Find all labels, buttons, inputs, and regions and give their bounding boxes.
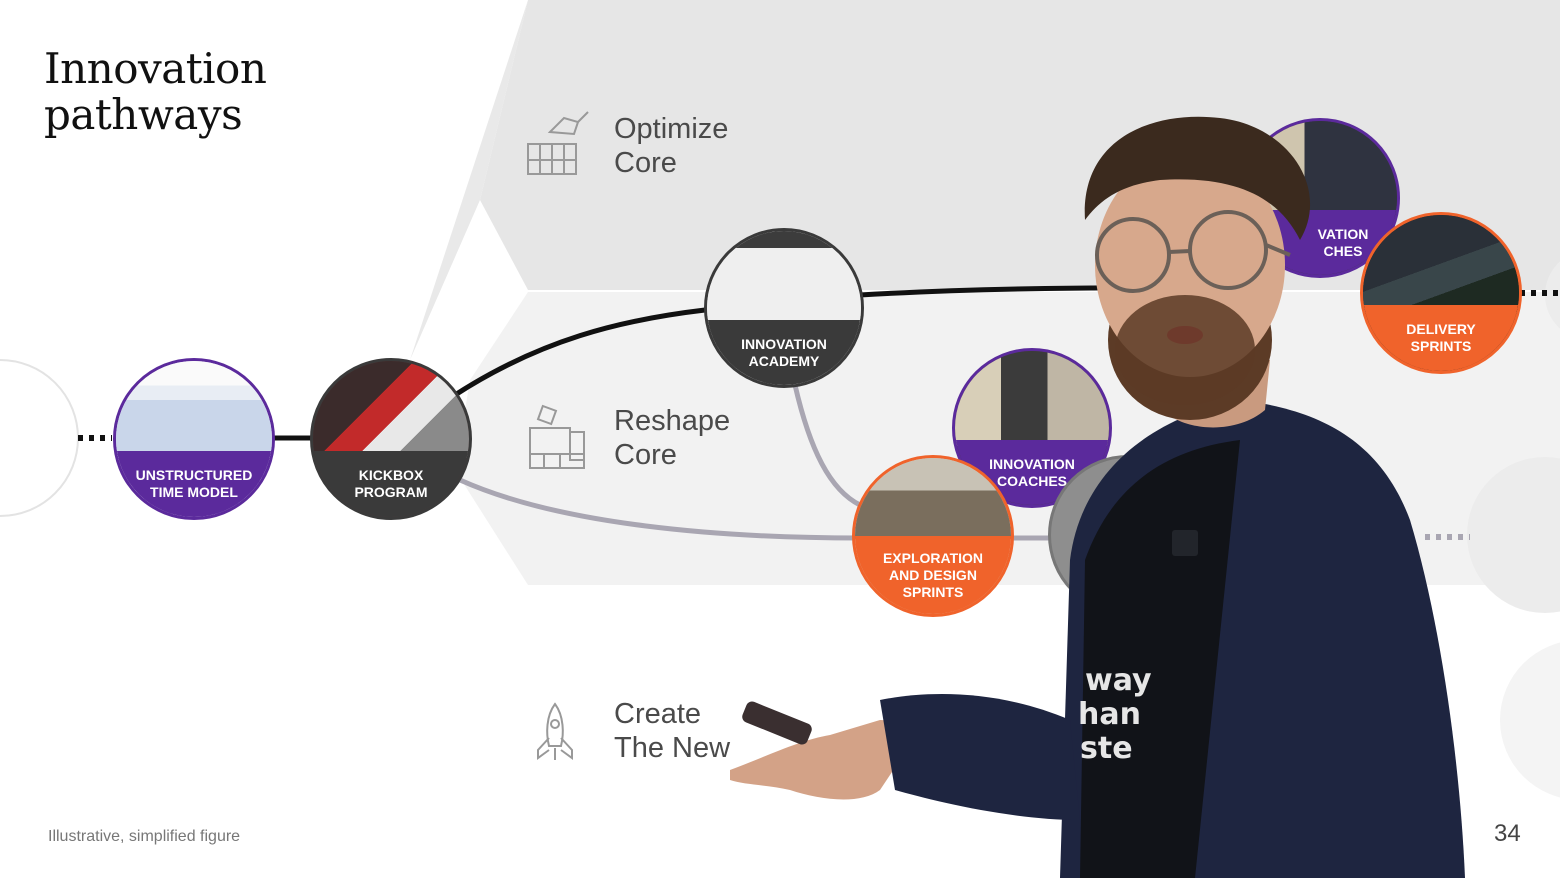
svg-text:han: han	[1078, 697, 1141, 732]
node-label: DELIVERY SPRINTS	[1406, 321, 1476, 355]
node-band: UNSTRUCTURED TIME MODEL	[116, 451, 272, 517]
edge-circle-right-bottom	[1500, 642, 1560, 798]
node-band: KICKBOX PROGRAM	[313, 451, 469, 517]
node-band: EXPLORATION AND DESIGN SPRINTS	[855, 536, 1011, 614]
edge-circle-right-mid	[1467, 457, 1560, 613]
lane-label-line-1: Optimize	[614, 113, 729, 145]
node-delivery-sprints: DELIVERY SPRINTS	[1360, 212, 1522, 374]
edge-circle-right-top	[1545, 261, 1560, 329]
lane-label-line-1: Create	[614, 698, 702, 730]
node-photo	[116, 361, 272, 458]
svg-text:ste: ste	[1080, 731, 1133, 766]
node-unstructured-time-model: UNSTRUCTURED TIME MODEL	[113, 358, 275, 520]
path-to-academy	[453, 307, 706, 398]
lane-label-optimize-core: Optimize Core	[614, 112, 728, 180]
lane-label-line-1: Reshape	[614, 405, 731, 437]
node-label: KICKBOX PROGRAM	[354, 467, 428, 501]
path-kickbox-to-exploration	[458, 477, 1060, 541]
node-photo	[313, 361, 469, 458]
slide-title: Innovation pathways	[44, 44, 267, 139]
node-label: EXPLORATION AND DESIGN SPRINTS	[882, 549, 984, 600]
node-photo	[707, 231, 861, 327]
node-innovation-academy: INNOVATION ACADEMY	[704, 228, 864, 388]
lane-label-line-2: Core	[614, 439, 677, 471]
lane-label-create-the-new: Create The New	[614, 697, 730, 765]
node-band: INNOVATION ACADEMY	[707, 320, 861, 385]
node-band: DELIVERY SPRINTS	[1363, 305, 1519, 371]
lane-label-reshape-core: Reshape Core	[614, 404, 730, 472]
path-academy-to-exploration	[792, 384, 862, 508]
building-blocks-icon	[529, 404, 585, 469]
left-wedge	[410, 0, 528, 360]
title-line-2: pathways	[44, 90, 243, 139]
rocket-icon	[537, 702, 573, 760]
node-photo	[955, 351, 1109, 447]
page-number: 34	[1494, 820, 1521, 847]
node-photo	[1363, 215, 1519, 312]
node-photo	[855, 458, 1011, 540]
node-label: UNSTRUCTURED TIME MODEL	[135, 467, 253, 501]
shirt-print: way	[1085, 663, 1152, 698]
node-label: VATION CHES	[1317, 225, 1369, 259]
node-exploration-design-sprints: EXPLORATION AND DESIGN SPRINTS	[852, 455, 1014, 617]
footnote: Illustrative, simplified figure	[48, 828, 241, 845]
watering-can-icon	[527, 111, 589, 175]
node-kickbox-program: KICKBOX PROGRAM	[310, 358, 472, 520]
title-line-1: Innovation	[44, 44, 267, 93]
node-label: INNOVATION ACADEMY	[741, 335, 827, 369]
lane-label-line-2: The New	[614, 732, 731, 764]
lane-label-line-2: Core	[614, 147, 677, 179]
